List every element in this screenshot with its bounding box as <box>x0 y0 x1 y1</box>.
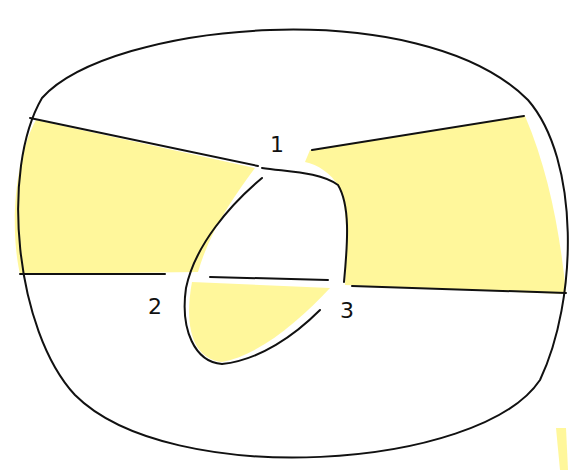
strand <box>20 273 165 275</box>
shaded-mark <box>556 428 568 470</box>
strand <box>312 116 524 150</box>
strand <box>30 118 258 166</box>
shaded-band <box>15 120 255 274</box>
callout-number: 2 <box>148 296 162 318</box>
shaded-band <box>189 282 330 362</box>
strand <box>185 178 320 364</box>
callout-number: 3 <box>340 300 354 322</box>
outer-outline <box>18 30 568 458</box>
strand <box>210 277 328 280</box>
callout-number: 1 <box>270 134 284 156</box>
strand <box>262 168 347 282</box>
strand <box>352 286 566 293</box>
